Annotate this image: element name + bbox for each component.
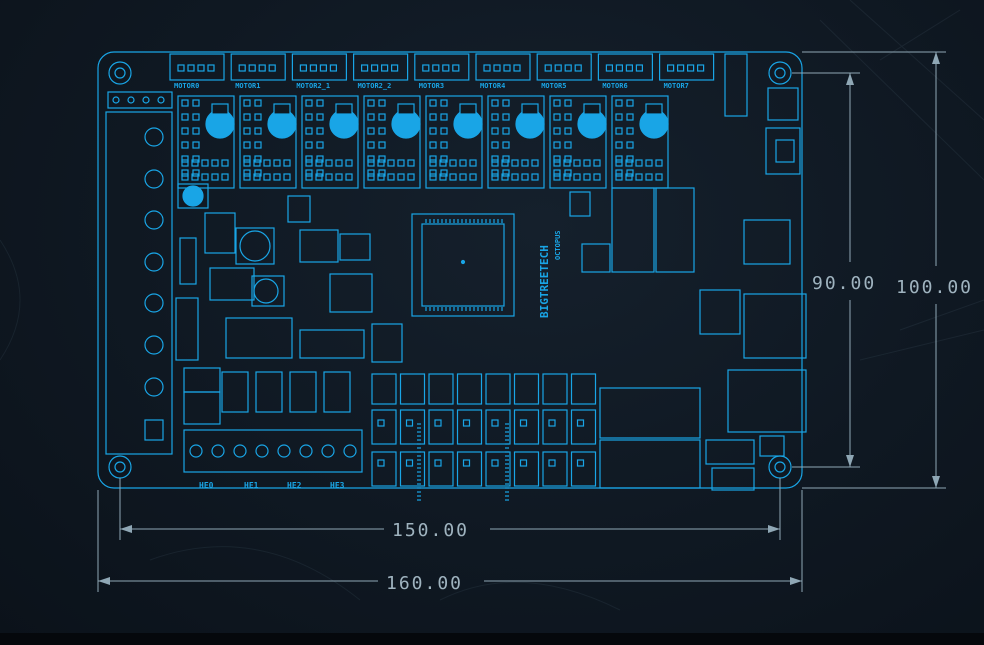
dimension-label-100: 100.00 bbox=[896, 277, 973, 298]
endstop-connector-4 bbox=[485, 373, 511, 487]
endstop-connector-7 bbox=[570, 373, 597, 487]
endstop-connectors bbox=[371, 373, 597, 487]
heater-label-he3: HE3 bbox=[330, 481, 345, 490]
dimension-label-150: 150.00 bbox=[392, 520, 469, 541]
motor-label-3: MOTOR2_2 bbox=[358, 82, 392, 90]
endstop-connector-0 bbox=[371, 373, 397, 487]
endstop-connector-2 bbox=[428, 373, 454, 487]
brand-label: BIGTREETECH bbox=[538, 245, 551, 318]
motor-connector-7 bbox=[597, 53, 654, 81]
motor-connector-1 bbox=[230, 53, 286, 81]
motor-label-1: MOTOR1 bbox=[235, 82, 260, 90]
motor-label-8: MOTOR7 bbox=[664, 82, 689, 90]
mount-hole-bottom-right bbox=[768, 455, 792, 479]
motor-connector-4 bbox=[414, 53, 470, 81]
endstop-connector-5 bbox=[513, 373, 540, 487]
left-component-cluster bbox=[175, 183, 403, 363]
logo-mark bbox=[569, 191, 591, 217]
power-terminal-block bbox=[105, 111, 173, 455]
mcu-chip bbox=[421, 223, 505, 307]
motor-label-6: MOTOR5 bbox=[541, 82, 566, 90]
endstop-connector-1 bbox=[399, 373, 426, 487]
mount-hole-top-right bbox=[768, 61, 792, 85]
motor-connector-6 bbox=[536, 53, 592, 81]
background-sketch bbox=[0, 0, 984, 611]
driver-socket-4 bbox=[425, 95, 483, 189]
heater-terminal-block bbox=[183, 429, 363, 473]
motor-label-2: MOTOR2_1 bbox=[296, 82, 330, 90]
driver-socket-3 bbox=[363, 95, 421, 189]
motor-connector-5 bbox=[475, 53, 531, 81]
driver-socket-5 bbox=[487, 95, 545, 189]
board-outline bbox=[97, 51, 803, 489]
bottom-strip bbox=[0, 633, 984, 645]
dimension-label-160: 160.00 bbox=[386, 573, 463, 594]
motor-label-0: MOTOR0 bbox=[174, 82, 199, 90]
power-terminals bbox=[144, 127, 164, 441]
ethernet-port bbox=[727, 369, 807, 433]
motor-label-7: MOTOR6 bbox=[602, 82, 627, 90]
stepper-driver-sockets bbox=[177, 95, 669, 189]
driver-socket-6 bbox=[549, 95, 607, 189]
model-label: OCTOPUS bbox=[554, 230, 562, 260]
usb-a-port bbox=[743, 293, 807, 359]
motor-connectors bbox=[169, 53, 715, 81]
motor-connector-8 bbox=[658, 53, 715, 81]
endstop-connector-6 bbox=[542, 373, 568, 487]
motor-labels: MOTOR0 MOTOR1 MOTOR2_1 MOTOR2_2 MOTOR3 MOTOR4… bbox=[174, 82, 689, 90]
motor-label-4: MOTOR3 bbox=[419, 82, 444, 90]
motor-connector-3 bbox=[353, 53, 409, 81]
motor-connector-2 bbox=[291, 53, 347, 81]
dimension-label-90: 90.00 bbox=[812, 273, 876, 294]
motor-label-5: MOTOR4 bbox=[480, 82, 505, 90]
right-component-cluster bbox=[581, 53, 807, 491]
pcb-outline-group: BIGTREETECH OCTOPUS bbox=[97, 51, 807, 501]
heater-section bbox=[183, 367, 363, 473]
mount-hole-bottom-left bbox=[108, 455, 132, 479]
endstop-connector-3 bbox=[456, 373, 483, 487]
driver-socket-7 bbox=[611, 95, 669, 189]
motor-connector-0 bbox=[169, 53, 225, 81]
driver-socket-1 bbox=[239, 95, 297, 189]
usb-c-port bbox=[765, 127, 801, 175]
dimension-lines bbox=[97, 51, 946, 592]
mount-hole-top-left bbox=[108, 61, 132, 85]
driver-socket-0 bbox=[177, 95, 235, 189]
mcu-outline bbox=[411, 213, 515, 317]
heater-label-he1: HE1 bbox=[244, 481, 259, 490]
driver-socket-2 bbox=[301, 95, 359, 189]
heater-label-he2: HE2 bbox=[287, 481, 302, 490]
heater-label-he0: HE0 bbox=[199, 481, 214, 490]
